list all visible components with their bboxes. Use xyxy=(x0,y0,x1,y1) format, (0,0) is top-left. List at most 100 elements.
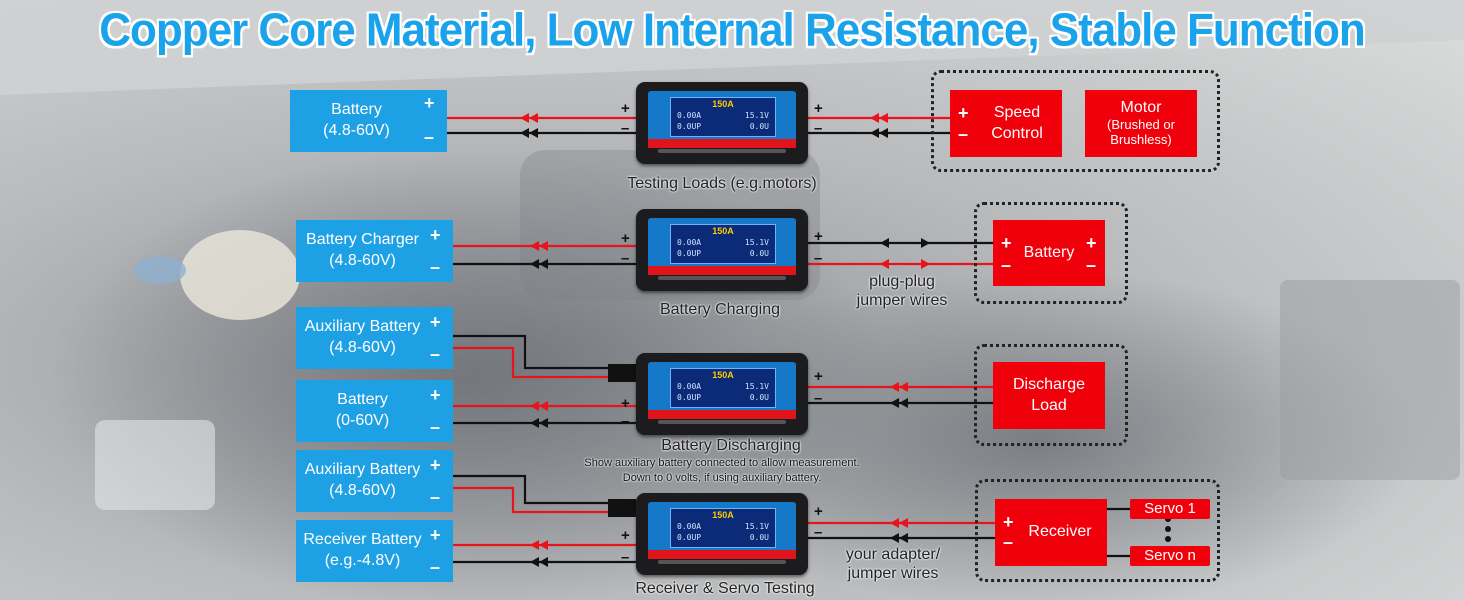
meter-4-in-plus: + xyxy=(621,527,630,544)
receiver-label: Receiver xyxy=(1028,523,1092,541)
speed-control-label-1: Speed xyxy=(993,103,1041,121)
discharge-note: Show auxiliary battery connected to allo… xyxy=(540,456,904,486)
battery-plus: + xyxy=(424,93,435,113)
power-meter: 150A 0.00A 15.1V 0.0UP 0.0U xyxy=(636,209,808,291)
discharge-battery-box: Battery (0-60V) xyxy=(296,380,453,442)
meter-voltage: 15.1V xyxy=(744,238,769,247)
meter-2-in-plus: + xyxy=(621,230,630,247)
receiver-plus: + xyxy=(1003,512,1014,532)
adapter-note-1: your adapter/ xyxy=(845,546,941,563)
load-group-frame xyxy=(931,70,1220,172)
meter-current: 0.00A xyxy=(677,111,702,120)
discharge-battery-range: (0-60V) xyxy=(335,412,390,429)
meter-1-out-minus: – xyxy=(814,120,823,137)
servo-1-box: Servo 1 xyxy=(1130,499,1210,519)
meter-u: 0.0U xyxy=(749,249,769,258)
motor-sub-2: Brushless) xyxy=(1110,131,1172,147)
aux-battery-label-2: Auxiliary Battery xyxy=(304,461,421,479)
motor-sub-1: (Brushed or xyxy=(1107,116,1175,132)
battery-charger-range: (4.8-60V) xyxy=(329,252,396,269)
adapter-note: your adapter/ jumper wires xyxy=(828,545,958,583)
charging-note-1: plug-plug xyxy=(869,273,935,290)
aux-battery-label-1: Auxiliary Battery xyxy=(304,318,421,336)
meter-3-in-minus: – xyxy=(621,413,630,430)
receiver-group-frame xyxy=(975,479,1220,582)
meter-3-out-minus: – xyxy=(814,390,823,407)
meter-footer-strip xyxy=(658,149,786,153)
adapter-note-2: jumper wires xyxy=(847,565,939,583)
charge-battery-frame xyxy=(974,202,1128,304)
meter-1-out-plus: + xyxy=(814,100,823,117)
meter-1-in-plus: + xyxy=(621,100,630,117)
charging-note-2: jumper wires xyxy=(856,292,948,310)
charge-battery-plus-right: + xyxy=(1086,233,1097,253)
meter-power: 0.0UP xyxy=(677,122,702,131)
discharge-note-2: Down to 0 volts, if using auxiliary batt… xyxy=(622,471,822,484)
discharge-load-label-2: Load xyxy=(1031,396,1067,414)
charge-battery-plus-left: + xyxy=(1001,233,1012,253)
meter-voltage: 15.1V xyxy=(744,111,769,120)
meter-power: 0.0UP xyxy=(677,249,702,258)
aux-battery-range-1: (4.8-60V) xyxy=(329,339,396,356)
caption-testing-loads: Testing Loads (e.g.motors) xyxy=(627,175,817,192)
discharge-battery-minus: – xyxy=(430,417,441,437)
meter-current: 0.00A xyxy=(677,522,702,531)
meter-3-in-plus: + xyxy=(621,395,630,412)
meter-amp-rating: 150A xyxy=(712,370,734,380)
charging-note: plug-plug jumper wires xyxy=(840,272,964,310)
speed-control-minus: – xyxy=(958,124,969,144)
discharge-load-frame xyxy=(974,344,1128,446)
discharge-load-label-1: Discharge xyxy=(1012,375,1086,393)
meter-red-panel xyxy=(648,410,796,419)
meter-2-in-minus: – xyxy=(621,250,630,267)
meter-voltage: 15.1V xyxy=(744,382,769,391)
charge-battery-box: Battery xyxy=(993,220,1105,286)
meter-footer-strip xyxy=(658,560,786,564)
meter-power: 0.0UP xyxy=(677,393,702,402)
speed-control-plus: + xyxy=(958,103,969,123)
meter-voltage: 15.1V xyxy=(744,522,769,531)
meter-u: 0.0U xyxy=(749,122,769,131)
meter-red-panel xyxy=(648,139,796,148)
meter-amp-rating: 150A xyxy=(712,99,734,109)
servo-n-box: Servo n xyxy=(1130,546,1210,566)
servo-n-label: Servo n xyxy=(1144,547,1196,565)
meter-1-in-minus: – xyxy=(621,120,630,137)
aux-battery-range-2: (4.8-60V) xyxy=(329,482,396,499)
power-meter: 150A 0.00A 15.1V 0.0UP 0.0U xyxy=(636,82,808,164)
caption-battery-charging: Battery Charging xyxy=(659,301,781,318)
aux-battery-2-minus: – xyxy=(430,487,441,507)
battery-label: Battery xyxy=(331,101,382,119)
meter-footer-strip xyxy=(658,276,786,280)
charge-battery-label: Battery xyxy=(1023,243,1075,261)
battery-charger-label: Battery Charger xyxy=(306,231,419,249)
meter-amp-rating: 150A xyxy=(712,226,734,236)
receiver-minus: – xyxy=(1003,532,1014,552)
battery-charger-box: Battery Charger (4.8-60V) xyxy=(296,220,453,282)
meter-power: 0.0UP xyxy=(677,533,702,542)
caption-receiver-servo: Receiver & Servo Testing xyxy=(635,580,815,597)
aux-battery-1-minus: – xyxy=(430,344,441,364)
speed-control-box: Speed Control xyxy=(950,90,1062,157)
speed-control-label-2: Control xyxy=(991,124,1043,142)
meter-current: 0.00A xyxy=(677,238,702,247)
battery-charger-minus: – xyxy=(430,257,441,277)
meter-u: 0.0U xyxy=(749,393,769,402)
charge-battery-minus-right: – xyxy=(1086,255,1097,275)
discharge-battery-label: Battery xyxy=(337,391,388,409)
charge-battery-minus-left: – xyxy=(1001,255,1012,275)
meter-amp-rating: 150A xyxy=(712,510,734,520)
receiver-battery-minus: – xyxy=(430,557,441,577)
meter-red-panel xyxy=(648,266,796,275)
caption-battery-discharging: Battery Discharging xyxy=(661,437,801,454)
aux-battery-1-plus: + xyxy=(430,312,441,332)
battery-charger-plus: + xyxy=(430,225,441,245)
battery-range: (4.8-60V) xyxy=(323,122,390,139)
meter-3-out-plus: + xyxy=(814,368,823,385)
receiver-battery-label: Receiver Battery xyxy=(303,531,422,549)
receiver-box: Receiver xyxy=(995,499,1107,566)
meter-4-out-minus: – xyxy=(814,524,823,541)
